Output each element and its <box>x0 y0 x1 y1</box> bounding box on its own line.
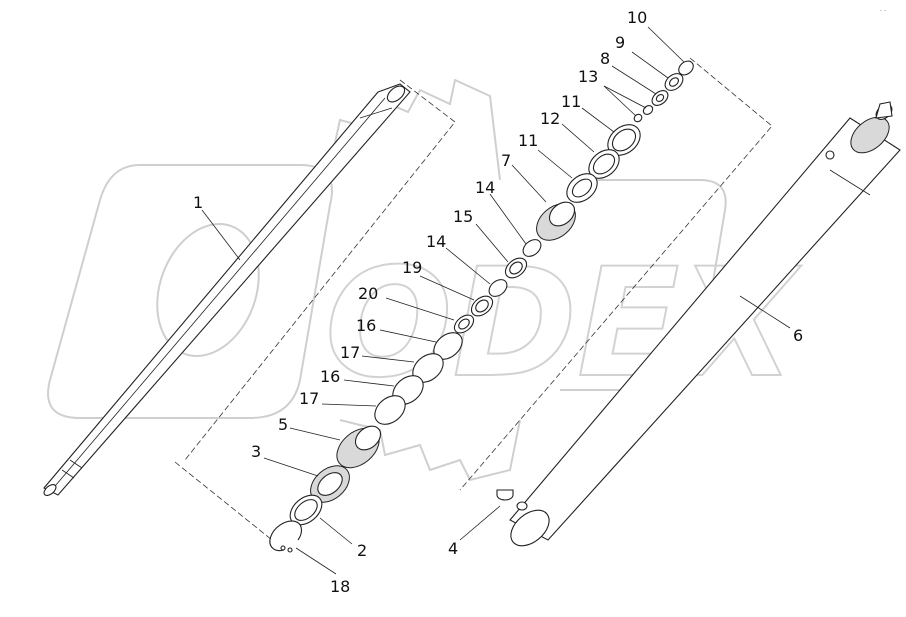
corner-mark: - - <box>880 7 886 14</box>
callout-13: 13 <box>578 67 598 86</box>
callout-6: 6 <box>793 326 803 345</box>
piston-rod <box>43 83 411 496</box>
callout-4: 4 <box>448 539 458 558</box>
leader-lines <box>201 26 791 575</box>
callout-8: 8 <box>600 49 610 68</box>
cylinder-barrel <box>509 101 901 547</box>
callout-15: 15 <box>453 207 473 226</box>
seal-stack <box>269 60 694 553</box>
callout-17-lower: 17 <box>299 389 319 408</box>
callout-16-upper: 16 <box>356 316 376 335</box>
callout-16-lower: 16 <box>320 367 340 386</box>
callouts: 1 2 3 4 5 6 7 8 9 10 11 11 12 13 14 14 1… <box>193 8 803 596</box>
callout-20: 20 <box>358 284 378 303</box>
assembly-frames <box>174 57 773 549</box>
callout-12: 12 <box>540 109 560 128</box>
callout-1: 1 <box>193 193 203 212</box>
callout-11-lower: 11 <box>518 131 538 150</box>
fitting <box>496 489 528 511</box>
callout-11-upper: 11 <box>561 92 581 111</box>
watermark: ODEX <box>47 78 802 482</box>
callout-14-lower: 14 <box>426 232 446 251</box>
callout-19: 19 <box>402 258 422 277</box>
callout-17-upper: 17 <box>340 343 360 362</box>
callout-14-upper: 14 <box>475 178 495 197</box>
callout-10: 10 <box>627 8 647 27</box>
callout-18: 18 <box>330 577 350 596</box>
callout-2: 2 <box>357 541 367 560</box>
callout-5: 5 <box>278 415 288 434</box>
callout-3: 3 <box>251 442 261 461</box>
callout-9: 9 <box>615 33 625 52</box>
callout-7: 7 <box>501 151 511 170</box>
